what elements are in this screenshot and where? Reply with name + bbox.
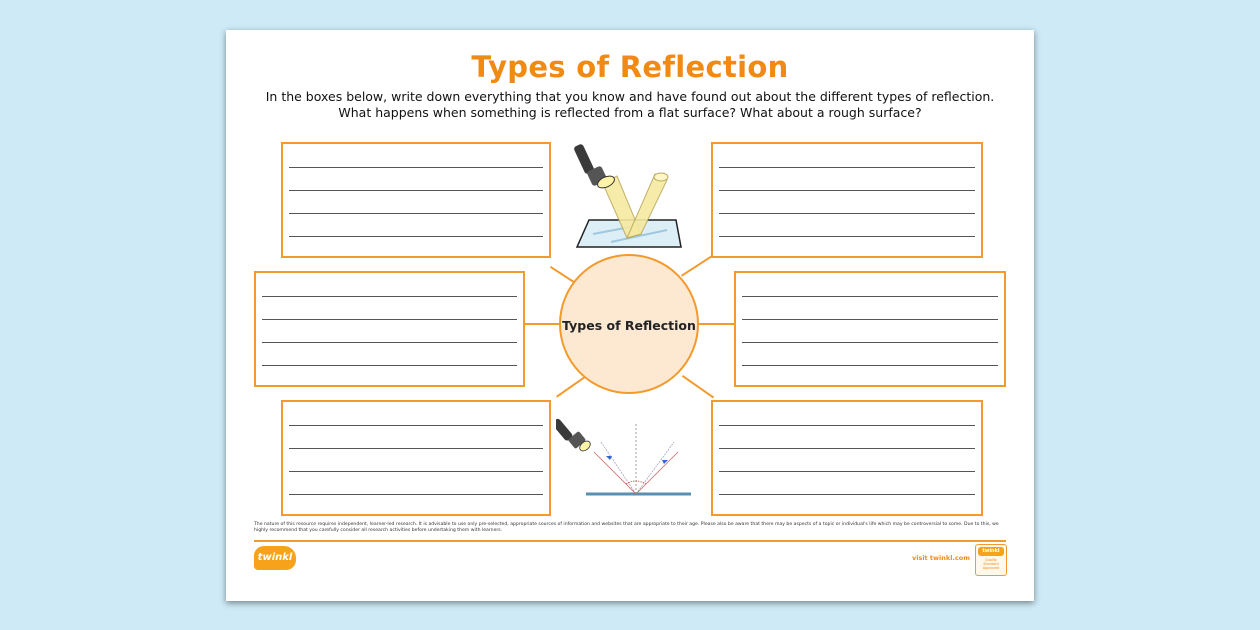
writing-line	[719, 494, 975, 495]
answer-box-top-right[interactable]	[711, 142, 983, 258]
visit-link[interactable]: visit twinkl.com	[911, 554, 970, 562]
writing-line	[719, 425, 975, 426]
footer-divider	[254, 540, 1006, 542]
connector-middle-right	[699, 323, 735, 325]
answer-box-middle-left[interactable]	[254, 271, 525, 387]
writing-line	[719, 448, 975, 449]
worksheet-title: Types of Reflection	[471, 50, 789, 84]
writing-line	[289, 236, 543, 237]
connector-middle-left	[523, 323, 561, 325]
writing-line	[262, 342, 517, 343]
writing-line	[719, 190, 975, 191]
writing-line	[742, 296, 998, 297]
writing-line	[262, 296, 517, 297]
writing-line	[262, 319, 517, 320]
light-beam-icon	[602, 172, 669, 239]
writing-line	[262, 365, 517, 366]
answer-box-bottom-left[interactable]	[281, 400, 551, 516]
writing-line	[742, 365, 998, 366]
writing-line	[289, 471, 543, 472]
writing-line	[289, 190, 543, 191]
twinkl-logo[interactable]: twinkl	[254, 546, 296, 570]
quality-badge-icon: twinkl Quality Standard Approved	[975, 544, 1007, 576]
writing-line	[742, 319, 998, 320]
writing-line	[289, 167, 543, 168]
badge-text: Quality Standard Approved	[982, 558, 1000, 570]
answer-box-middle-right[interactable]	[734, 271, 1006, 387]
answer-box-top-left[interactable]	[281, 142, 551, 258]
writing-line	[719, 471, 975, 472]
disclaimer-text: The nature of this resource requires ind…	[254, 522, 999, 533]
torch-icon	[556, 418, 591, 452]
center-circle-label: Types of Reflection	[562, 318, 696, 333]
writing-line	[742, 342, 998, 343]
worksheet-instructions: In the boxes below, write down everythin…	[265, 89, 995, 120]
writing-line	[719, 213, 975, 214]
torch-icon	[574, 144, 615, 189]
writing-line	[289, 494, 543, 495]
badge-title: twinkl	[978, 547, 1004, 556]
worksheet-page: Types of Reflection In the boxes below, …	[226, 30, 1034, 601]
connector-bottom-right	[681, 375, 715, 399]
writing-line	[719, 236, 975, 237]
writing-line	[289, 448, 543, 449]
writing-line	[289, 425, 543, 426]
writing-line	[719, 167, 975, 168]
reflection-diagram-illustration	[556, 418, 691, 496]
torch-reflection-mirror-illustration	[574, 144, 682, 248]
center-circle: Types of Reflection	[559, 254, 699, 394]
answer-box-bottom-right[interactable]	[711, 400, 983, 516]
writing-line	[289, 213, 543, 214]
